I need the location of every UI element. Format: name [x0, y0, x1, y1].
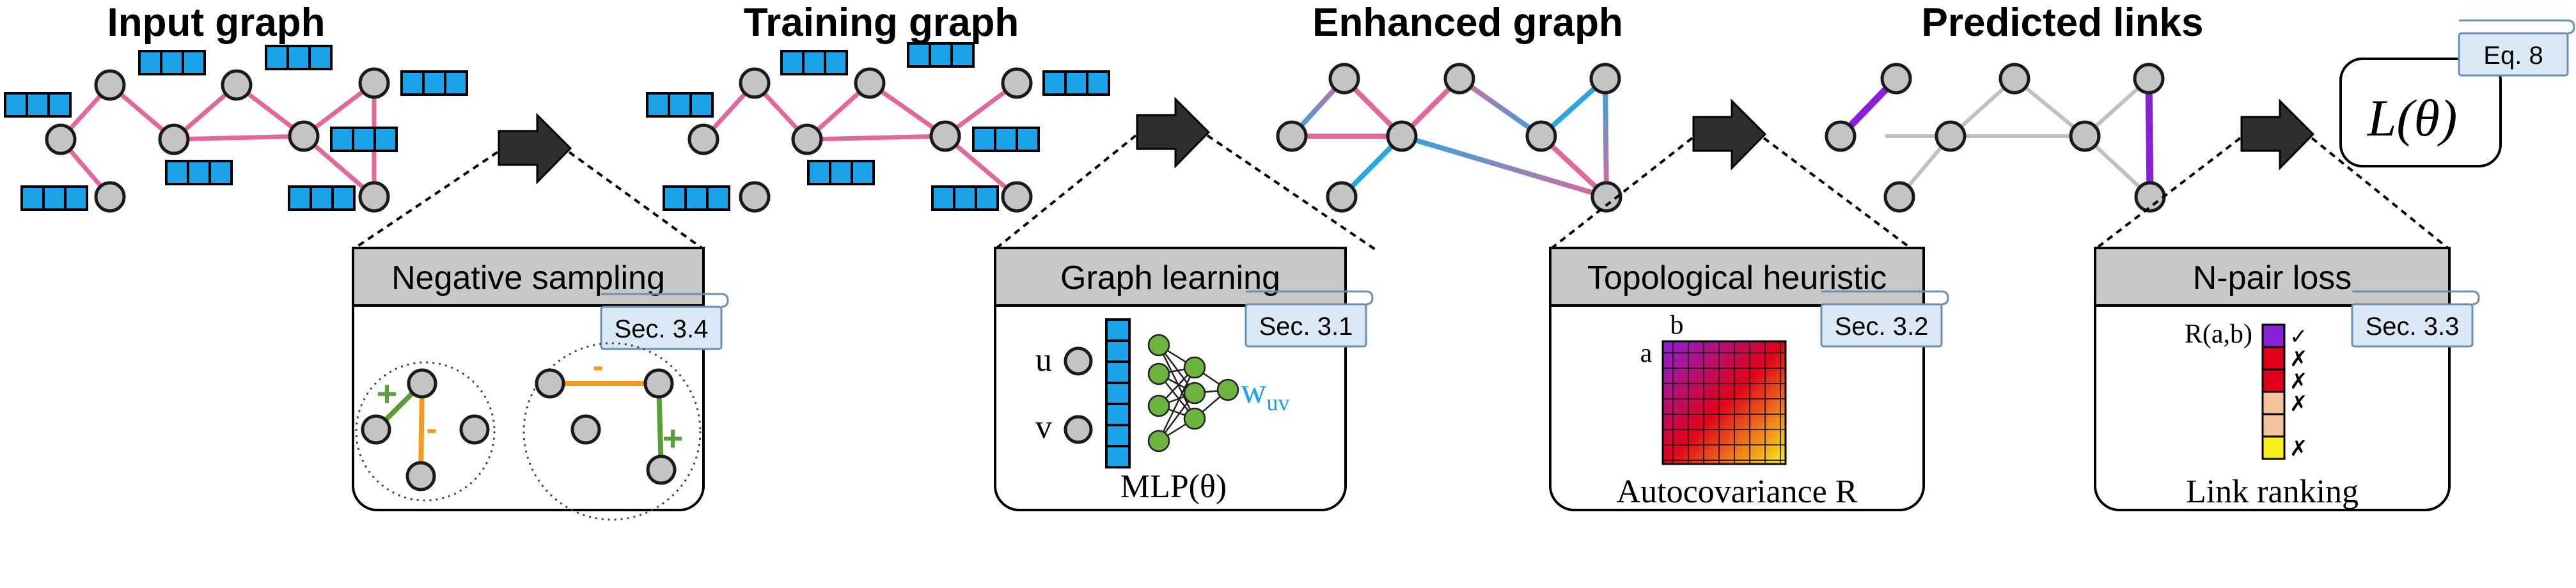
link-ranking-bars: ✓✗✗✗✗: [2261, 323, 2308, 461]
score-label: R(a,b): [2185, 320, 2252, 349]
link-ranking-caption: Link ranking: [2186, 474, 2359, 510]
enhanced-graph-title: Enhanced graph: [1312, 1, 1623, 45]
predicted-links-graph: [1825, 63, 2166, 213]
svg-text:Sec. 3.2: Sec. 3.2: [1835, 313, 1929, 341]
autocovariance-heatmap: [1661, 340, 1787, 465]
predicted-links-title: Predicted links: [1921, 1, 2203, 45]
node-v-label: v: [1035, 409, 1052, 445]
column-label-b: b: [1670, 311, 1684, 340]
topological-heuristic-title: Topological heuristic: [1587, 259, 1887, 297]
zoom-lines: [352, 134, 2451, 251]
arrow-3-icon: [1692, 98, 1767, 171]
training-graph-title: Training graph: [744, 1, 1019, 45]
mlp-network: [1147, 334, 1239, 453]
rank-bar-2: [2261, 346, 2286, 371]
graph-learning-panel: Graph learning Sec. 3.1 u v: [994, 247, 1374, 511]
negative-sampling-title: Negative sampling: [391, 259, 665, 297]
arrow-2-icon: [1136, 97, 1211, 169]
loss-formula: L(θ): [2367, 89, 2458, 147]
positive-sign-right: +: [663, 418, 684, 458]
enhanced-graph-edges: [1290, 76, 1609, 199]
positive-sign-left: +: [377, 373, 398, 414]
rank-bar-4: [2261, 391, 2286, 415]
sec-3-2-tag: Sec. 3.2: [1820, 290, 1949, 348]
node-u-label: u: [1035, 342, 1052, 378]
negative-sampling-nodes: [361, 368, 677, 491]
rank-bar-5: [2261, 413, 2286, 438]
autocovariance-caption: Autocovariance R: [1617, 474, 1858, 510]
rank-bar-1: [2261, 323, 2286, 348]
arrow-1-icon: [498, 112, 572, 185]
topological-heuristic-panel: Topological heuristic Sec. 3.2 b a Autoc…: [1549, 247, 1949, 511]
node-u: [1064, 346, 1093, 376]
npair-loss-title: N-pair loss: [2193, 259, 2352, 297]
embedding-u: [1105, 318, 1131, 405]
predicted-graph-edges: [1838, 76, 2154, 199]
svg-text:Sec. 3.4: Sec. 3.4: [615, 315, 709, 343]
embedding-v: [1105, 403, 1131, 468]
training-graph: [646, 42, 1110, 213]
rank-mark-6: ✗: [2289, 436, 2308, 461]
rank-mark-3: ✗: [2289, 369, 2308, 394]
input-graph: [4, 45, 468, 213]
negative-sign-left: -: [426, 410, 437, 447]
negative-sign-right: -: [592, 348, 603, 385]
npair-loss-panel: N-pair loss Sec. 3.3 R(a,b) ✓✗✗✗✗ Link r…: [2094, 247, 2480, 511]
svg-text:Sec. 3.3: Sec. 3.3: [2366, 313, 2460, 341]
negative-sampling-panel: Negative sampling Sec. 3.4 + + - -: [352, 247, 729, 521]
sec-3-1-tag: Sec. 3.1: [1245, 290, 1374, 348]
eq-8-tag: Eq. 8: [2458, 19, 2575, 77]
training-feature-vectors: [646, 42, 1110, 211]
input-graph-nodes: [45, 67, 390, 213]
rank-mark-2: ✗: [2289, 346, 2308, 372]
loss-box: L(θ) Eq. 8: [2339, 19, 2575, 167]
sample-group-left: [355, 361, 496, 502]
rank-mark-1: ✓: [2289, 324, 2308, 350]
graph-learning-title: Graph learning: [1060, 259, 1280, 297]
input-feature-vectors: [4, 45, 468, 211]
rank-bar-3: [2261, 368, 2286, 393]
arrow-4-icon: [2240, 98, 2315, 171]
predicted-graph-nodes: [1825, 63, 2166, 213]
training-graph-nodes: [687, 67, 1033, 213]
enhanced-graph: [1276, 63, 1622, 213]
sec-3-3-tag: Sec. 3.3: [2351, 290, 2480, 348]
mlp-caption: MLP(θ): [1120, 468, 1227, 505]
row-label-a: a: [1640, 339, 1653, 368]
input-graph-title: Input graph: [107, 1, 326, 45]
rank-bar-6: [2261, 435, 2286, 460]
sec-3-4-tag: Sec. 3.4: [600, 293, 729, 350]
svg-text:Sec. 3.1: Sec. 3.1: [1259, 313, 1353, 341]
weight-w-label: wuv: [1241, 371, 1289, 415]
svg-text:Eq. 8: Eq. 8: [2483, 42, 2543, 70]
rank-mark-4: ✗: [2289, 391, 2308, 417]
sample-group-right: [522, 342, 702, 521]
node-v: [1064, 415, 1093, 444]
enhanced-graph-nodes: [1276, 63, 1622, 213]
